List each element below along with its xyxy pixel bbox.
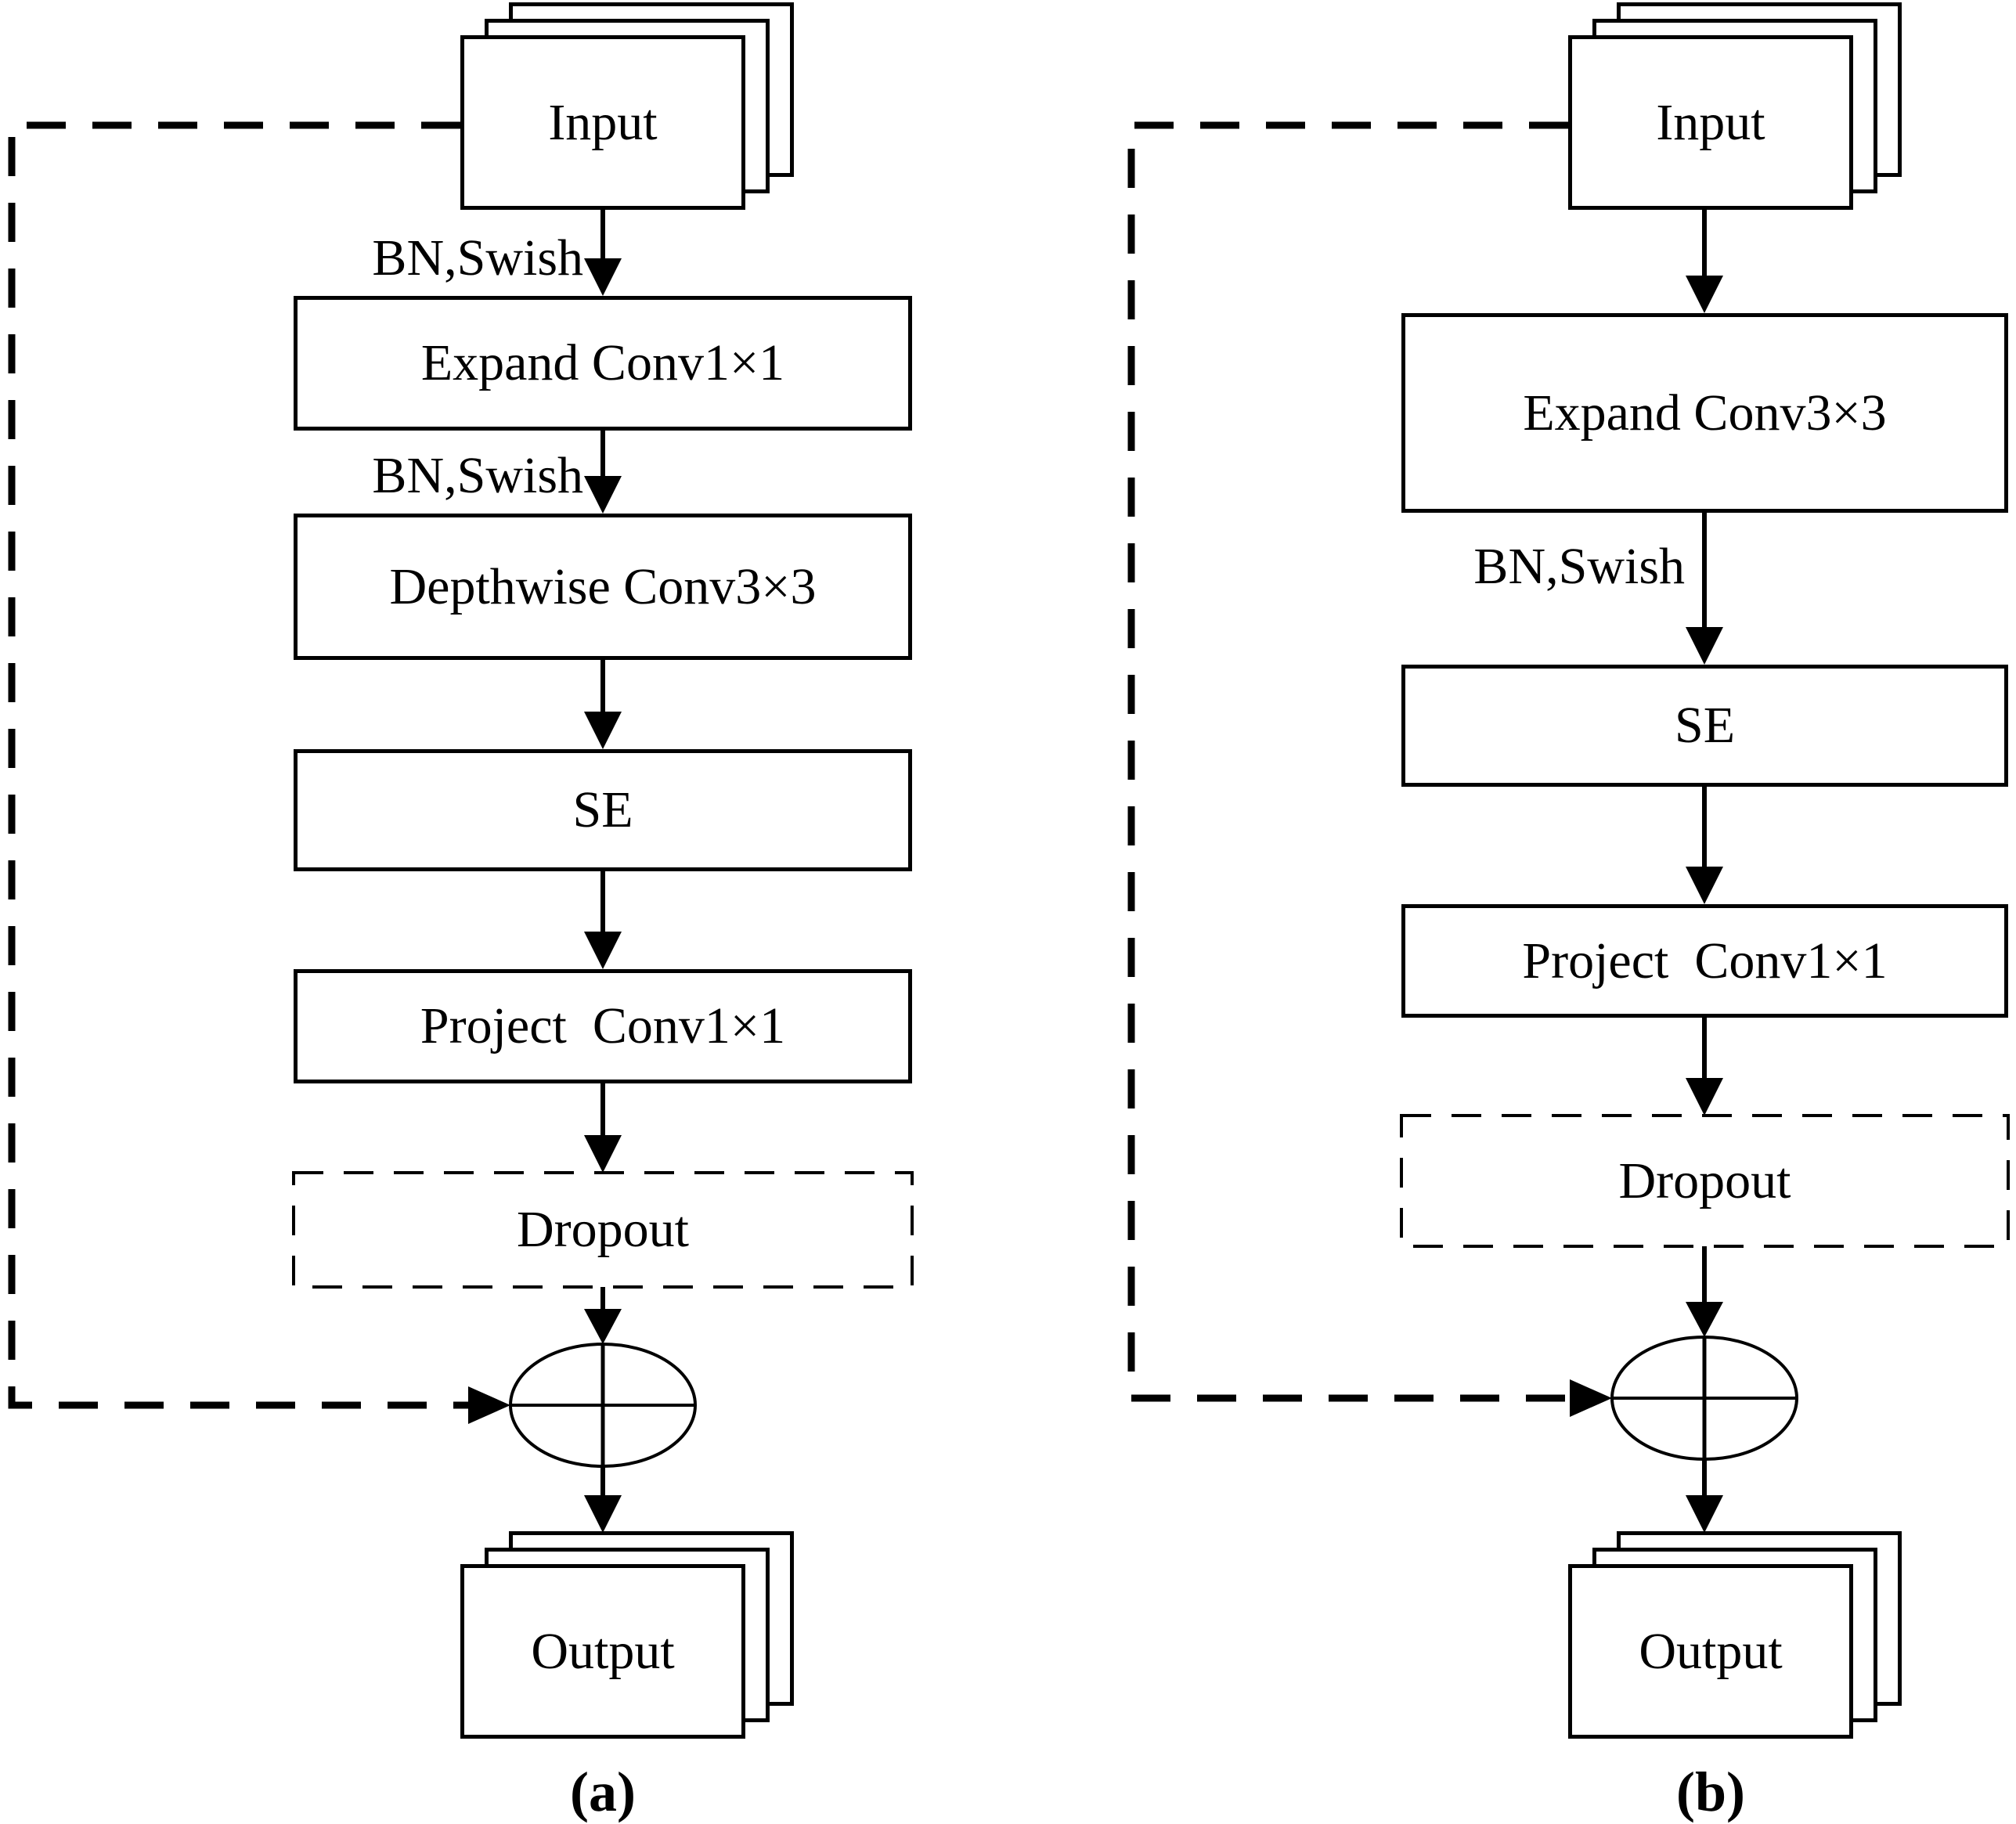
arrowhead-b6 <box>1686 1495 1723 1533</box>
arrowhead-b5 <box>1686 1302 1723 1337</box>
input-label: Input <box>1656 93 1765 151</box>
skip-arrowhead-b <box>1570 1379 1612 1417</box>
arrowhead-a6 <box>584 1309 622 1344</box>
caption-b: (b) <box>1676 1761 1745 1823</box>
block-expand-conv3x3: Expand Conv3×3 <box>1401 313 2008 513</box>
arrowhead-a3 <box>584 712 622 749</box>
arrowhead-a2 <box>584 476 622 514</box>
block-dropout-label-a: Dropout <box>517 1201 689 1258</box>
dropout-dashed-box-b <box>1400 1114 2010 1248</box>
block-expand-conv1x1: Expand Conv1×1 <box>294 296 912 431</box>
arrowhead-a1 <box>584 258 622 296</box>
input-page-front: Input <box>1568 35 1853 210</box>
arrowhead-a7 <box>584 1495 622 1533</box>
block-project-conv1x1-a: Project Conv1×1 <box>294 969 912 1083</box>
skip-arrowhead-a <box>468 1386 510 1424</box>
output-page-front: Output <box>460 1564 745 1739</box>
output-stack-a: Output <box>460 1531 797 1743</box>
caption-a: (a) <box>570 1761 636 1823</box>
arrowhead-a5 <box>584 1135 622 1173</box>
edge-label-bn-swish-b1: BN,Swish <box>1473 538 1685 595</box>
skip-connection-dashed-a <box>8 121 470 1409</box>
arrowhead-b2 <box>1686 627 1723 665</box>
input-stack-b: Input <box>1568 2 1905 214</box>
dropout-dashed-box-a <box>292 1171 914 1289</box>
block-se-b: SE <box>1401 665 2008 787</box>
arrowhead-b4 <box>1686 1078 1723 1116</box>
output-stack-b: Output <box>1568 1531 1905 1743</box>
arrowhead-a4 <box>584 932 622 969</box>
edge-label-bn-swish-a2: BN,Swish <box>372 447 583 504</box>
input-stack-a: Input #a-in-front{left:0;top:42px;} <box>460 2 797 214</box>
output-page-front: Output <box>1568 1564 1853 1739</box>
arrowhead-b3 <box>1686 867 1723 904</box>
block-project-conv1x1-b: Project Conv1×1 <box>1401 904 2008 1018</box>
skip-connection-dashed-b <box>1127 121 1571 1402</box>
input-page-front: Input <box>460 35 745 210</box>
block-se-a: SE <box>294 749 912 871</box>
edge-label-bn-swish-a1: BN,Swish <box>372 229 583 287</box>
arrowhead-b1 <box>1686 276 1723 313</box>
residual-add-icon-a <box>509 1343 697 1468</box>
input-label: Input <box>548 93 658 151</box>
output-label: Output <box>531 1622 675 1680</box>
block-dropout-label-b: Dropout <box>1618 1152 1791 1209</box>
block-depthwise-conv3x3: Depthwise Conv3×3 <box>294 514 912 660</box>
residual-add-icon-b <box>1610 1336 1798 1461</box>
output-label: Output <box>1639 1622 1783 1680</box>
